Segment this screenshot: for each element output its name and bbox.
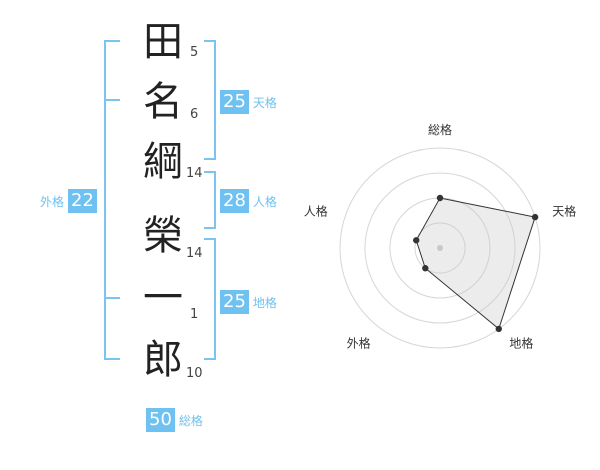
name-char-1: 田	[143, 19, 183, 65]
radar-axis-label-2: 天格	[552, 204, 576, 219]
radar-center-dot	[437, 245, 443, 251]
jinkaku-badge: 28 人格	[220, 189, 277, 213]
radar-axis-label-4: 外格	[347, 335, 371, 350]
radar-axis-label-5: 人格	[304, 204, 328, 219]
gaikaku-bracket-tick-2	[104, 297, 120, 299]
soukaku-label: 総格	[178, 413, 203, 428]
name-char-2: 名	[143, 79, 183, 125]
gaikaku-label: 外格	[40, 194, 65, 209]
radar-point-5	[413, 237, 420, 244]
radar-point-3	[495, 325, 502, 333]
stroke-count-3: 14	[186, 166, 203, 181]
tenkaku-value: 25	[220, 90, 249, 114]
radar-ring-4	[339, 147, 541, 349]
stroke-count-2: 6	[190, 107, 199, 122]
chikaku-badge: 25 地格	[220, 290, 277, 314]
stroke-count-6: 10	[186, 366, 203, 381]
jinkaku-label: 人格	[252, 194, 277, 209]
jinkaku-value: 28	[220, 189, 249, 213]
radar-point-1	[436, 194, 444, 202]
radar-ring-1	[414, 222, 466, 274]
gaikaku-badge: 外格 22	[40, 189, 97, 213]
name-char-6: 郎	[143, 337, 183, 383]
name-char-5: 一	[143, 275, 183, 321]
gaikaku-bracket-tick-1	[104, 99, 120, 101]
gaikaku-value: 22	[68, 189, 97, 213]
stroke-count-4: 14	[186, 246, 203, 261]
chikaku-value: 25	[220, 290, 249, 314]
radar-axis-label-3: 地格	[509, 335, 533, 350]
jinkaku-bracket	[204, 171, 216, 229]
name-char-4: 榮	[143, 213, 183, 259]
radar-point-2	[531, 213, 539, 221]
radar-axis-label-1: 総格	[428, 122, 452, 137]
soukaku-badge: 50 総格	[146, 408, 203, 432]
gaikaku-bracket	[104, 40, 120, 360]
tenkaku-bracket	[204, 40, 216, 160]
stroke-count-1: 5	[190, 45, 199, 60]
name-char-3: 綱	[143, 139, 183, 185]
chikaku-label: 地格	[252, 295, 277, 310]
chikaku-bracket	[204, 238, 216, 360]
tenkaku-badge: 25 天格	[220, 90, 277, 114]
radar-series-shape	[415, 197, 536, 330]
radar-point-4	[422, 265, 429, 272]
radar-ring-3	[364, 172, 516, 324]
tenkaku-label: 天格	[252, 95, 277, 110]
stroke-count-5: 1	[190, 307, 199, 322]
soukaku-value: 50	[146, 408, 175, 432]
